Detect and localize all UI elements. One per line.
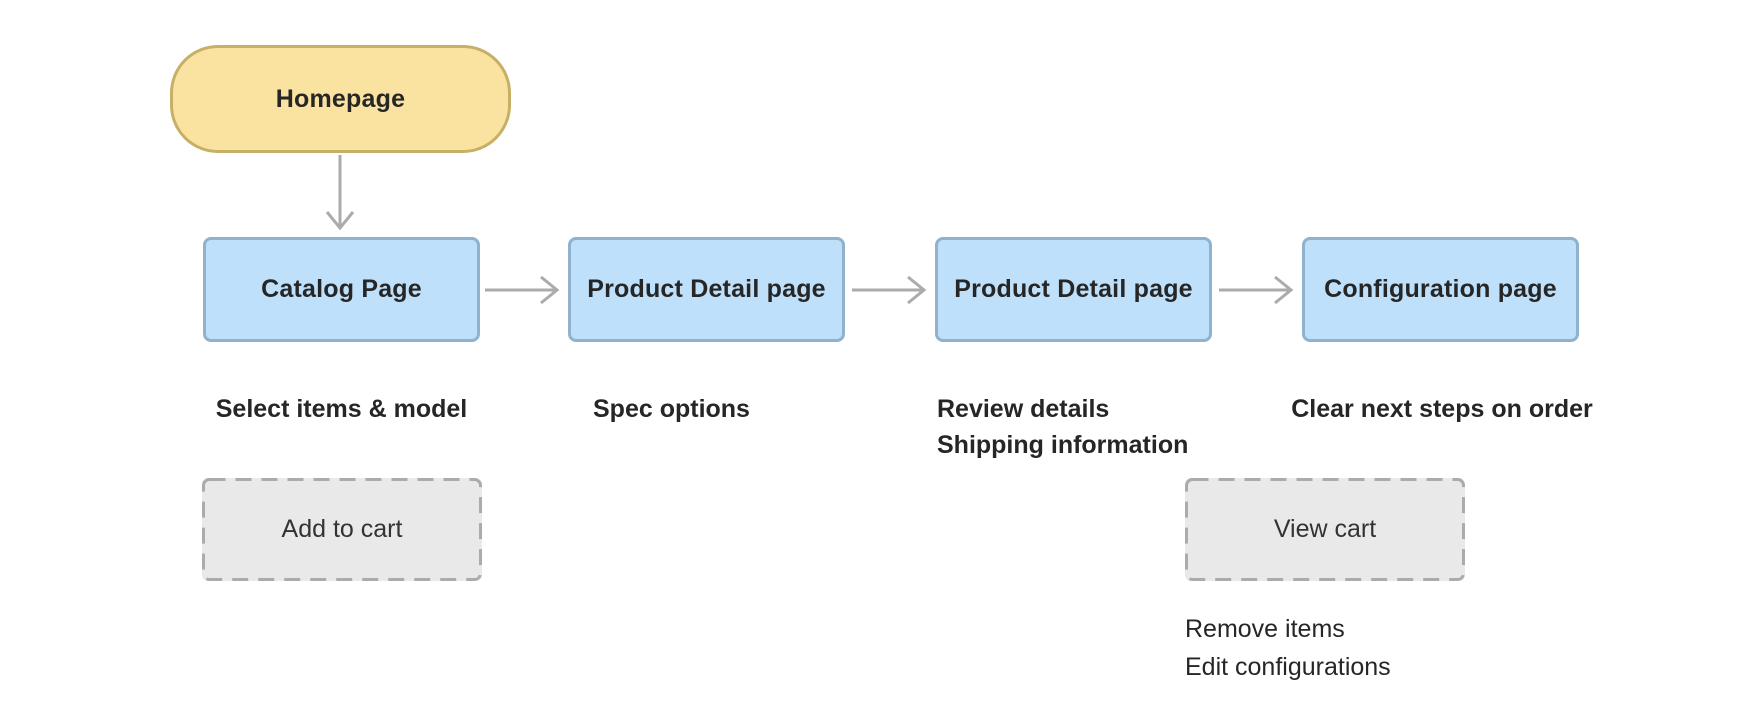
note-clear-next-steps: Clear next steps on order [1291,395,1593,423]
node-catalog-page: Catalog Page [203,237,480,342]
arrow-pdp2-to-config [1219,275,1294,305]
action-view-cart-label: View cart [1273,515,1377,543]
note-shipping-information: Shipping information [937,431,1189,459]
sub-note-remove-items: Remove items [1185,615,1345,643]
node-product-detail-page-2-label: Product Detail page [954,275,1193,303]
action-view-cart: View cart [1185,478,1465,581]
node-configuration-page: Configuration page [1302,237,1579,342]
node-catalog-page-label: Catalog Page [261,275,422,303]
arrow-pdp1-to-pdp2 [852,275,927,305]
node-homepage: Homepage [170,45,511,153]
action-add-to-cart-label: Add to cart [281,515,403,543]
view-cart-sub-notes: Remove items Edit configurations [1185,610,1391,686]
arrow-homepage-to-catalog [325,155,355,231]
node-product-detail-page-1: Product Detail page [568,237,845,342]
note-review-details: Review details [937,395,1110,423]
note-select-items: Select items & model [215,395,468,423]
node-product-detail-page-2: Product Detail page [935,237,1212,342]
note-spec-options: Spec options [593,395,750,423]
node-homepage-label: Homepage [275,84,406,113]
action-add-to-cart: Add to cart [202,478,482,581]
dashed-border [1185,478,1465,581]
node-configuration-page-label: Configuration page [1324,275,1557,303]
sub-note-edit-configurations: Edit configurations [1185,653,1391,681]
dashed-border [202,478,482,581]
arrow-catalog-to-pdp1 [485,275,560,305]
note-review-shipping: Review details Shipping information [937,391,1188,463]
node-product-detail-page-1-label: Product Detail page [587,275,826,303]
